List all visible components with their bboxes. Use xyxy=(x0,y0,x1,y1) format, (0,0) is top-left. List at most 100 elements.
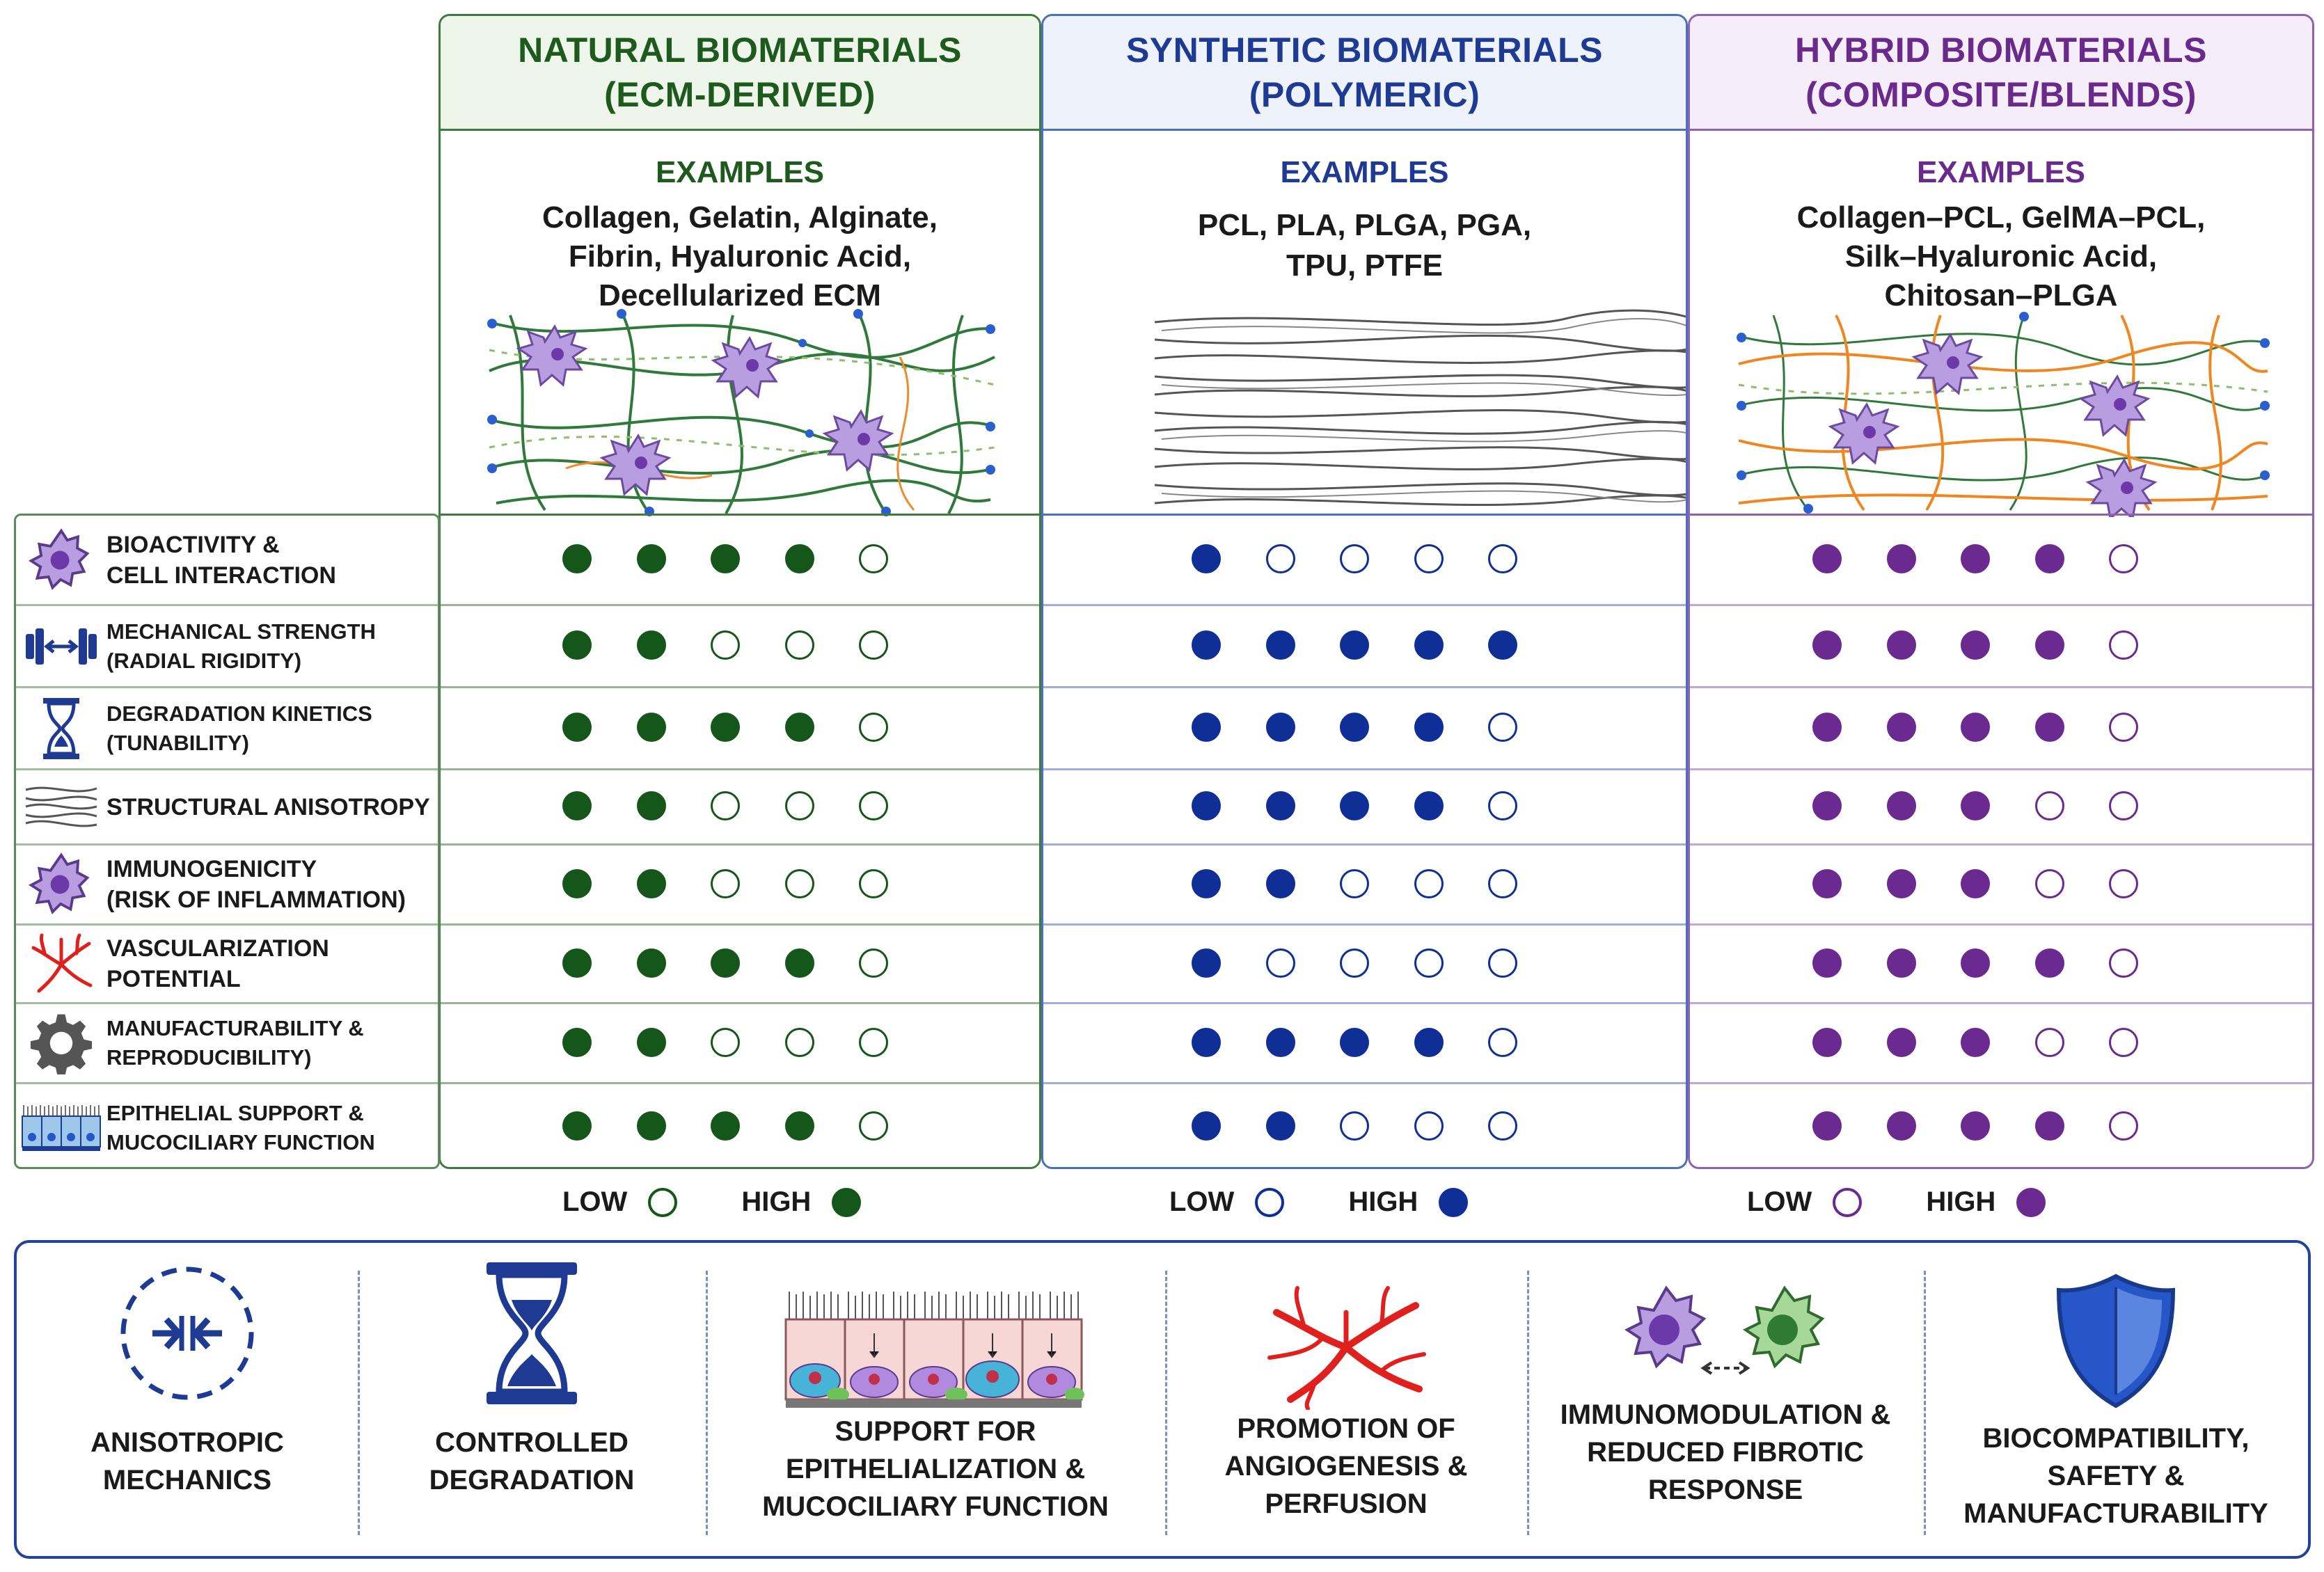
empty-score-dot xyxy=(784,868,814,898)
natural-title-line1: NATURAL BIOMATERIALS xyxy=(518,31,962,70)
filled-score-dot xyxy=(2034,1111,2064,1141)
natural-score-rating xyxy=(562,948,888,978)
filled-score-dot xyxy=(1961,713,1990,742)
empty-score-dot xyxy=(2109,791,2138,820)
goal-label: ANISOTROPIC MECHANICS xyxy=(90,1424,284,1499)
criterion-row: EPITHELIAL SUPPORT &MUCOCILIARY FUNCTION xyxy=(16,1084,438,1171)
row-separator xyxy=(1041,923,1688,926)
hybrid-example-line: Collagen–PCL, GelMA–PCL, xyxy=(1796,200,2206,235)
cell-icon xyxy=(16,845,106,923)
filled-score-dot xyxy=(562,868,592,898)
row-separator xyxy=(1688,768,2314,770)
criterion-label: EPITHELIAL SUPPORT &MUCOCILIARY FUNCTION xyxy=(106,1099,438,1157)
filled-score-dot xyxy=(1886,948,1916,978)
criterion-label-line: BIOACTIVITY & xyxy=(106,531,280,558)
goal-divider xyxy=(1924,1271,1926,1535)
criterion-row: DEGRADATION KINETICS(TUNABILITY) xyxy=(16,688,438,770)
filled-score-dot xyxy=(636,713,666,742)
filled-score-dot xyxy=(636,868,666,898)
criterion-label: MANUFACTURABILITY &REPRODUCIBILITY) xyxy=(106,1014,438,1072)
empty-score-dot xyxy=(784,1027,814,1057)
filled-score-dot xyxy=(1192,1111,1221,1141)
goal-immunomodulation: IMMUNOMODULATION & REDUCED FIBROTIC RESP… xyxy=(1527,1243,1924,1556)
goal-divider xyxy=(1165,1271,1167,1535)
hybrid-score-rating xyxy=(1812,1027,2138,1057)
vessel-icon xyxy=(16,926,106,1002)
empty-score-dot xyxy=(859,544,888,573)
cell-icon xyxy=(16,516,106,604)
natural-biomaterials-column: NATURAL BIOMATERIALS (ECM-DERIVED) EXAMP… xyxy=(438,14,1041,1169)
hybrid-example-line: Chitosan–PLGA xyxy=(1884,278,2118,312)
filled-score-dot xyxy=(1961,948,1990,978)
filled-score-dot xyxy=(636,1027,666,1057)
natural-score-rating xyxy=(562,713,888,742)
filled-score-dot xyxy=(1192,868,1221,898)
goal-label: BIOCOMPATIBILITY, SAFETY & MANUFACTURABI… xyxy=(1963,1420,2268,1532)
synthetic-score-rating xyxy=(1192,1027,1517,1057)
row-separator xyxy=(1041,768,1688,770)
criterion-row: IMMUNOGENICITY(RISK OF INFLAMMATION) xyxy=(16,845,438,926)
empty-score-dot xyxy=(1488,948,1517,978)
goal-divider xyxy=(706,1271,708,1535)
criterion-label-line: STRUCTURAL ANISOTROPY xyxy=(106,793,430,820)
criterion-label-line: DEGRADATION KINETICS xyxy=(106,701,372,726)
empty-score-dot xyxy=(859,713,888,742)
filled-score-dot xyxy=(1265,630,1295,660)
row-separator xyxy=(1688,514,2314,516)
dumbbell-icon xyxy=(16,606,106,686)
hybrid-legend: LOW HIGH xyxy=(1747,1186,2046,1218)
filled-score-dot xyxy=(2034,630,2064,660)
empty-score-dot xyxy=(711,630,740,660)
row-separator xyxy=(438,686,1041,688)
filled-score-dot xyxy=(2034,713,2064,742)
hybrid-score-rating xyxy=(1812,713,2138,742)
natural-example-line: Decellularized ECM xyxy=(599,278,881,312)
vessel-icon xyxy=(1267,1286,1426,1410)
filled-score-dot xyxy=(1414,713,1444,742)
goal-label-line: ANISOTROPIC xyxy=(90,1427,284,1458)
criterion-label: DEGRADATION KINETICS(TUNABILITY) xyxy=(106,699,438,758)
goal-label-line: MANUFACTURABILITY xyxy=(1963,1498,2268,1529)
empty-score-dot xyxy=(1488,868,1517,898)
empty-score-dot xyxy=(859,791,888,820)
criterion-row: MECHANICAL STRENGTH(RADIAL RIGIDITY) xyxy=(16,606,438,688)
natural-fiber-network-illustration xyxy=(487,309,995,516)
empty-score-dot xyxy=(2034,1027,2064,1057)
filled-score-dot xyxy=(636,791,666,820)
filled-score-dot xyxy=(1886,868,1916,898)
filled-score-dot xyxy=(1414,791,1444,820)
empty-score-dot xyxy=(1414,868,1444,898)
criterion-label-line: REPRODUCIBILITY) xyxy=(106,1045,312,1070)
criterion-row: STRUCTURAL ANISOTROPY xyxy=(16,770,438,845)
filled-score-dot xyxy=(1340,1027,1369,1057)
filled-score-dot xyxy=(1192,791,1221,820)
row-separator xyxy=(438,514,1041,516)
filled-score-dot xyxy=(636,1111,666,1141)
natural-score-rating xyxy=(562,630,888,660)
legend-low-dot xyxy=(648,1187,678,1217)
filled-score-dot xyxy=(636,544,666,573)
filled-score-dot xyxy=(1812,868,1842,898)
row-separator xyxy=(1688,686,2314,688)
legend-low-label: LOW xyxy=(1747,1186,1812,1217)
goal-label: SUPPORT FOR EPITHELIALIZATION & MUCOCILI… xyxy=(762,1413,1109,1525)
row-separator xyxy=(1688,1002,2314,1004)
empty-score-dot xyxy=(1488,1111,1517,1141)
criterion-label: IMMUNOGENICITY(RISK OF INFLAMMATION) xyxy=(106,854,438,915)
filled-score-dot xyxy=(1192,544,1221,573)
filled-score-dot xyxy=(1812,544,1842,573)
empty-score-dot xyxy=(2109,1111,2138,1141)
filled-score-dot xyxy=(2034,948,2064,978)
goal-angiogenesis: PROMOTION OF ANGIOGENESIS & PERFUSION xyxy=(1165,1243,1527,1556)
hybrid-score-rating xyxy=(1812,1111,2138,1141)
filled-score-dot xyxy=(562,791,592,820)
goal-label-line: BIOCOMPATIBILITY, xyxy=(1982,1423,2250,1454)
immune-cells-icon xyxy=(1625,1285,1825,1375)
goal-label: CONTROLLED DEGRADATION xyxy=(429,1424,635,1499)
hybrid-examples: Collagen–PCL, GelMA–PCL, Silk–Hyaluronic… xyxy=(1711,198,2291,315)
criterion-label-line: MECHANICAL STRENGTH xyxy=(106,619,376,644)
filled-score-dot xyxy=(1265,868,1295,898)
filled-score-dot xyxy=(1886,630,1916,660)
goal-anisotropic-mechanics: ANISOTROPIC MECHANICS xyxy=(17,1243,358,1556)
natural-score-rating xyxy=(562,1111,888,1141)
